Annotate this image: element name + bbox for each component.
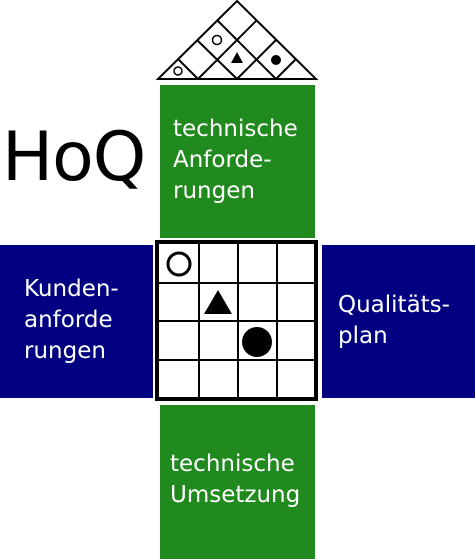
roof-open-circle-icon bbox=[173, 66, 183, 76]
block-left-line: anforde bbox=[24, 307, 113, 333]
open-circle-icon bbox=[166, 251, 192, 277]
diagram-title: HoQ bbox=[2, 118, 146, 197]
filled-triangle-icon bbox=[204, 290, 232, 314]
block-right-line: plan bbox=[338, 323, 388, 349]
roof-filled-circle-icon bbox=[271, 55, 281, 65]
block-top bbox=[160, 85, 315, 238]
block-right bbox=[322, 245, 475, 398]
block-top-label: technische Anforde- rungen bbox=[173, 114, 313, 207]
block-bottom-line: technische bbox=[170, 451, 295, 477]
block-bottom-line: Umsetzung bbox=[170, 482, 301, 508]
block-left bbox=[0, 245, 153, 398]
block-left-label: Kunden- anforde rungen bbox=[24, 274, 149, 367]
block-right-line: Qualitäts- bbox=[338, 292, 450, 318]
block-bottom bbox=[160, 405, 315, 559]
block-right-label: Qualitäts- plan bbox=[338, 290, 468, 352]
block-bottom-label: technische Umsetzung bbox=[170, 449, 315, 511]
block-top-line: rungen bbox=[173, 178, 255, 204]
block-left-line: rungen bbox=[24, 338, 106, 364]
block-left-line: Kunden- bbox=[24, 276, 119, 302]
correlation-roof bbox=[155, 0, 319, 80]
filled-circle-icon bbox=[242, 327, 272, 357]
block-top-line: technische bbox=[173, 116, 298, 142]
roof-open-circle-icon bbox=[211, 34, 223, 46]
relationship-matrix bbox=[155, 240, 318, 401]
roof-filled-triangle-icon bbox=[231, 52, 243, 63]
block-top-line: Anforde- bbox=[173, 147, 272, 173]
